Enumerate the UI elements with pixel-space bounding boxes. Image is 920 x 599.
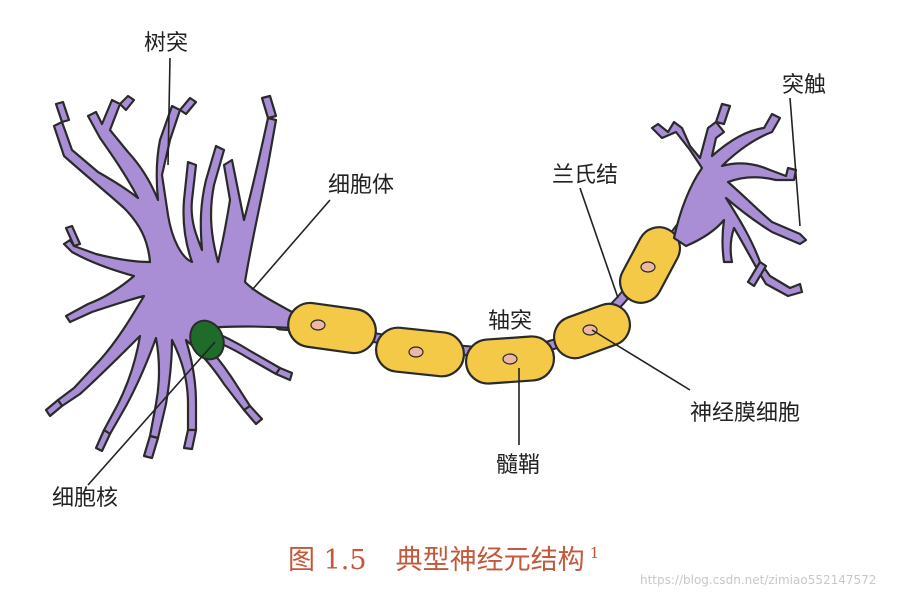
caption-title: 典型神经元结构 bbox=[396, 545, 585, 576]
label-axon: 轴突 bbox=[488, 309, 532, 334]
caption-footnote-mark: 1 bbox=[590, 544, 600, 562]
cell-body-leader bbox=[252, 200, 330, 290]
figure-caption: 图 1.5 典型神经元结构 1 bbox=[288, 544, 599, 576]
myelin-sheath-segment bbox=[285, 300, 378, 356]
myelin-sheath-segment bbox=[465, 335, 556, 385]
myelin-sheath-segment bbox=[548, 298, 636, 364]
node-of-ranvier-leader bbox=[580, 188, 618, 298]
label-cell-body: 细胞体 bbox=[328, 173, 394, 198]
cell-body-with-dendrites bbox=[54, 100, 292, 438]
label-nucleus: 细胞核 bbox=[52, 486, 118, 511]
myelin-sheath-segment bbox=[374, 326, 466, 379]
label-schwann-cell: 神经膜细胞 bbox=[690, 401, 800, 426]
label-dendrite: 树突 bbox=[144, 31, 188, 56]
synapse-leader bbox=[790, 98, 800, 226]
schwann-cell-leader bbox=[592, 330, 690, 390]
dendrite-leader bbox=[168, 58, 170, 165]
watermark-text: https://blog.csdn.net/zimiao552147572 bbox=[640, 573, 876, 587]
label-myelin-sheath: 髓鞘 bbox=[496, 453, 540, 478]
caption-figure-number: 图 1.5 bbox=[288, 545, 367, 576]
label-synapse: 突触 bbox=[782, 73, 826, 98]
axon-terminal-branches bbox=[652, 104, 806, 296]
label-node-of-ranvier: 兰氏结 bbox=[552, 163, 618, 188]
